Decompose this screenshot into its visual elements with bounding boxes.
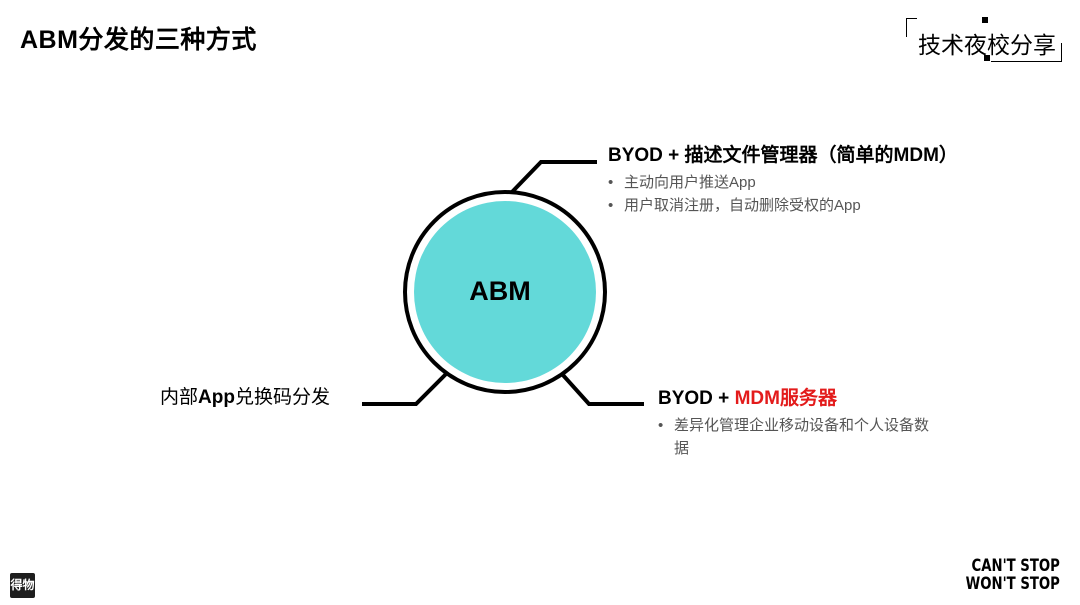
slogan-line: WON'T STOP bbox=[965, 574, 1060, 594]
list-item: 主动向用户推送App bbox=[608, 171, 861, 194]
outer-ring bbox=[403, 190, 607, 394]
branch-bullets-byod-mdm: 差异化管理企业移动设备和个人设备数据 bbox=[658, 414, 938, 460]
slogan-line: CAN'T STOP bbox=[971, 556, 1060, 576]
brand-corner-bottom-right bbox=[991, 43, 1062, 62]
list-item: 用户取消注册，自动删除受权的App bbox=[608, 194, 861, 217]
brand-badge: 技术夜校分享 bbox=[906, 17, 1062, 62]
heading-prefix: BYOD + bbox=[658, 388, 735, 409]
branch-bullets-byod-profile: 主动向用户推送App 用户取消注册，自动删除受权的App bbox=[608, 171, 861, 217]
abm-circle bbox=[414, 201, 596, 383]
brand-text: 技术夜校分享 bbox=[918, 32, 1056, 58]
brand-square-top bbox=[982, 17, 988, 23]
branch-heading-byod-mdm: BYOD + MDM服务器 bbox=[658, 383, 837, 410]
heading-part-bold: App bbox=[198, 387, 235, 408]
app-logo: 得物 bbox=[10, 573, 35, 598]
center-label: ABM bbox=[469, 276, 531, 306]
branch-heading-redeem-code: 内部App兑换码分发 bbox=[160, 382, 330, 409]
heading-part: 兑换码分发 bbox=[234, 387, 330, 408]
connector-bottom-right bbox=[560, 372, 644, 406]
connector-bottom-left bbox=[362, 371, 449, 406]
page-title: ABM分发的三种方式 bbox=[20, 26, 257, 54]
heading-highlight: MDM服务器 bbox=[734, 388, 837, 409]
branch-heading-byod-profile: BYOD + 描述文件管理器（简单的MDM） bbox=[608, 145, 958, 166]
connector-top-right bbox=[510, 160, 597, 194]
slogan: CAN'T STOP WON'T STOP bbox=[966, 557, 1060, 593]
brand-corner-top-left bbox=[906, 18, 917, 37]
brand-square-bottom bbox=[984, 55, 990, 61]
heading-part: 内部 bbox=[160, 387, 199, 408]
list-item: 差异化管理企业移动设备和个人设备数据 bbox=[658, 414, 938, 460]
